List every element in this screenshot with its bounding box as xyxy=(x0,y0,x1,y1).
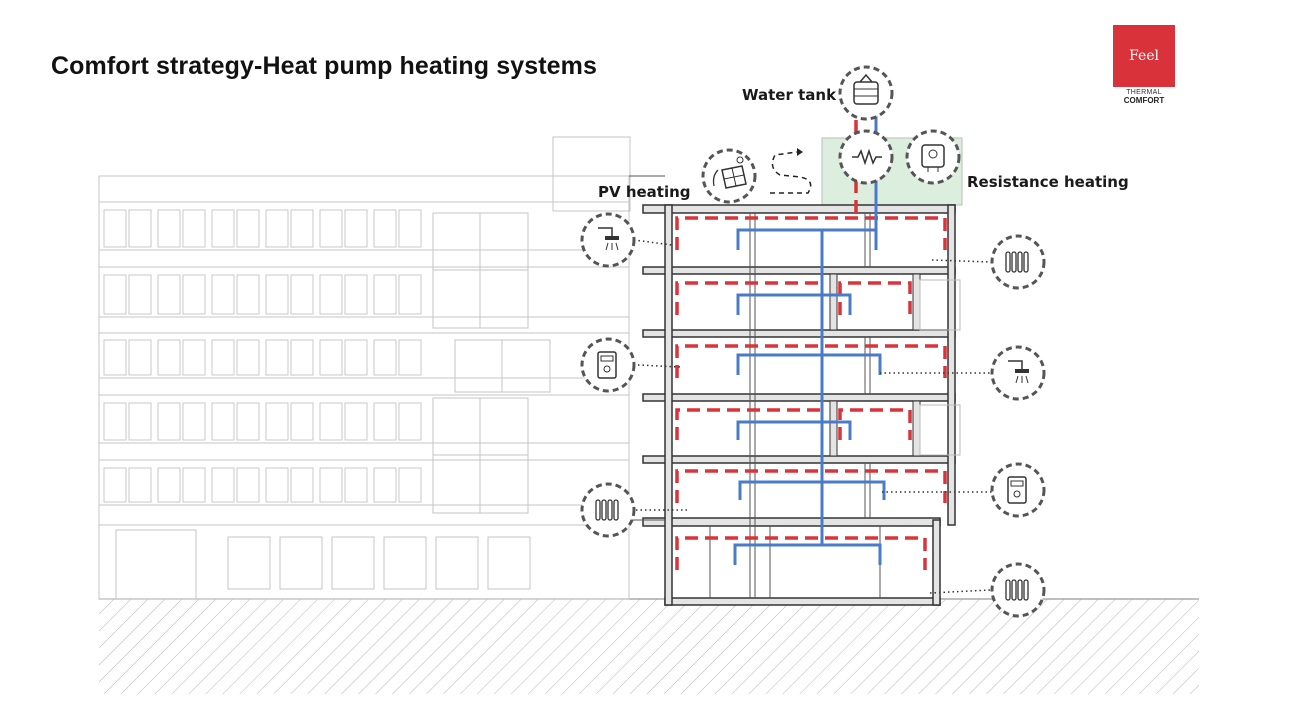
background-windows xyxy=(103,209,422,503)
background-window xyxy=(373,467,397,503)
background-window xyxy=(265,274,289,315)
connector-lines xyxy=(633,239,995,594)
background-window xyxy=(211,274,235,315)
background-window xyxy=(290,274,314,315)
solar-panel-icon xyxy=(701,148,757,204)
background-window xyxy=(157,274,181,315)
background-window xyxy=(344,402,368,441)
heat-exchanger-icon xyxy=(838,129,894,185)
background-window xyxy=(398,209,422,248)
resistance-heating-label: Resistance heating xyxy=(967,173,1129,191)
background-window xyxy=(373,274,397,315)
background-window xyxy=(157,402,181,441)
wall-heater-icon xyxy=(580,337,636,393)
background-window xyxy=(103,209,127,248)
water-tank-icon xyxy=(838,65,894,121)
background-window xyxy=(236,402,260,441)
background-window xyxy=(182,339,206,376)
background-window xyxy=(128,274,152,315)
background-window xyxy=(236,209,260,248)
background-window xyxy=(103,467,127,503)
background-window xyxy=(103,339,127,376)
background-window xyxy=(236,467,260,503)
background-window xyxy=(157,209,181,248)
background-window xyxy=(373,339,397,376)
background-window xyxy=(211,402,235,441)
background-window xyxy=(398,339,422,376)
background-window xyxy=(128,209,152,248)
background-window xyxy=(319,274,343,315)
background-window xyxy=(398,402,422,441)
background-window xyxy=(236,274,260,315)
shower-icon xyxy=(580,212,636,268)
wall-heater-icon xyxy=(990,462,1046,518)
background-window xyxy=(319,467,343,503)
background-window xyxy=(103,402,127,441)
background-window xyxy=(344,339,368,376)
background-window xyxy=(290,402,314,441)
background-window xyxy=(182,274,206,315)
background-window xyxy=(211,209,235,248)
background-window xyxy=(265,339,289,376)
pv-heating-label: PV heating xyxy=(598,183,691,201)
shower-icon xyxy=(990,345,1046,401)
background-building-elevation xyxy=(98,136,631,600)
background-window xyxy=(290,339,314,376)
background-window xyxy=(344,209,368,248)
background-window xyxy=(398,274,422,315)
background-window xyxy=(211,467,235,503)
background-window xyxy=(265,467,289,503)
logo-line2: COMFORT xyxy=(1123,96,1165,105)
background-window xyxy=(157,467,181,503)
background-window xyxy=(182,209,206,248)
logo-box: Feel xyxy=(1113,25,1175,87)
background-window xyxy=(182,467,206,503)
cold-water-pipes xyxy=(733,110,886,565)
background-window xyxy=(290,209,314,248)
background-window xyxy=(265,209,289,248)
background-window xyxy=(290,467,314,503)
pv-arrow xyxy=(770,151,812,194)
logo-line1: THERMAL xyxy=(1126,89,1162,96)
background-window xyxy=(103,274,127,315)
background-window xyxy=(157,339,181,376)
background-window xyxy=(344,274,368,315)
water-tank-label: Water tank xyxy=(742,86,837,104)
page-title: Comfort strategy-Heat pump heating syste… xyxy=(51,52,597,80)
pv-arrow-head xyxy=(797,148,803,156)
background-window xyxy=(319,402,343,441)
background-window xyxy=(236,339,260,376)
background-window xyxy=(344,467,368,503)
radiator-icon xyxy=(990,562,1046,618)
radiator-icon xyxy=(580,482,636,538)
background-window xyxy=(182,402,206,441)
radiator-icon xyxy=(990,234,1046,290)
background-window xyxy=(373,209,397,248)
background-window xyxy=(211,339,235,376)
background-window xyxy=(398,467,422,503)
ground xyxy=(99,598,1199,694)
background-window xyxy=(373,402,397,441)
background-window xyxy=(319,209,343,248)
background-window xyxy=(265,402,289,441)
background-window xyxy=(128,339,152,376)
background-window xyxy=(128,402,152,441)
electric-water-heater-icon xyxy=(905,129,961,185)
section-building xyxy=(629,137,963,606)
logo-word: Feel xyxy=(1129,48,1159,64)
background-window xyxy=(319,339,343,376)
feel-thermal-comfort-logo: Feel THERMAL COMFORT xyxy=(1113,25,1175,105)
background-window xyxy=(128,467,152,503)
hot-water-pipes xyxy=(675,100,947,570)
